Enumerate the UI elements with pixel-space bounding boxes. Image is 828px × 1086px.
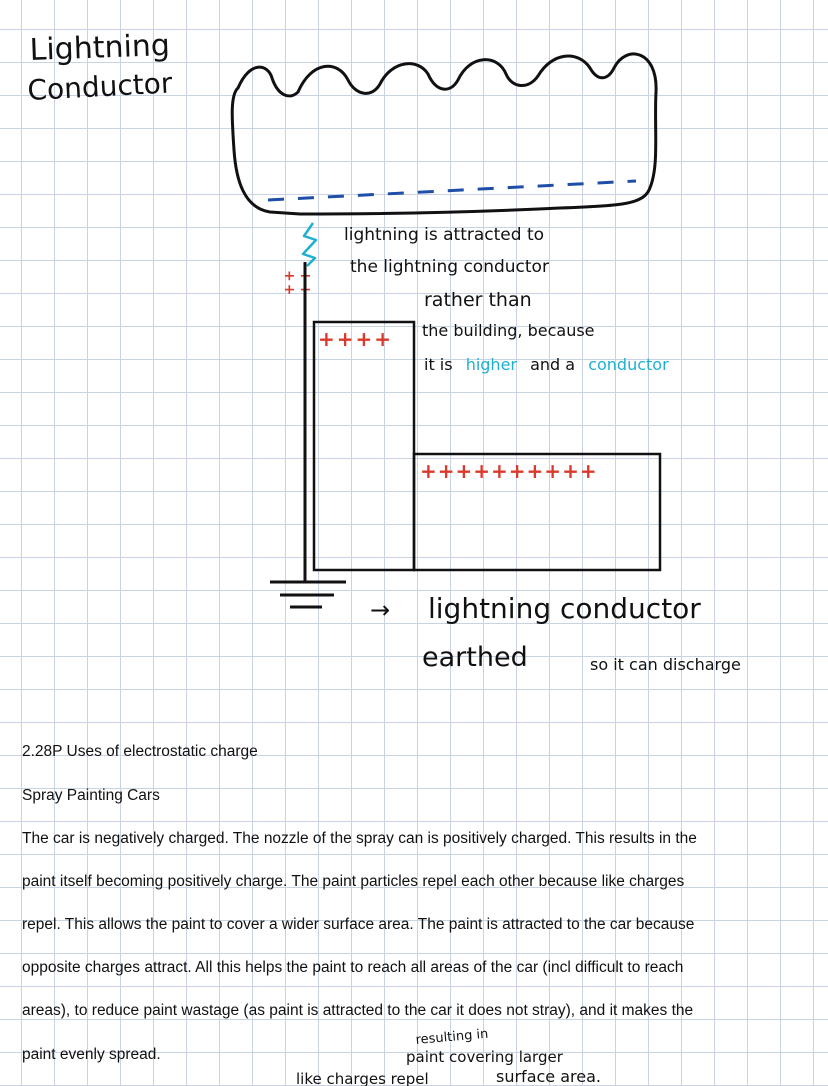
rod-charges-left: ++ <box>281 270 297 297</box>
notes-subheading: Spray Painting Cars <box>22 787 160 804</box>
reason-line: it is higher and a conductor <box>424 355 669 374</box>
reason-conductor: conductor <box>588 355 669 374</box>
diagram-title-line2: Conductor <box>27 66 174 107</box>
notes-line-4: opposite charges attract. All this helps… <box>22 959 684 976</box>
attract-line-1: lightning is attracted to <box>344 225 544 245</box>
reason-higher: higher <box>466 355 518 374</box>
annotation-line-1: resulting in <box>415 1027 489 1048</box>
notes-heading: 2.28P Uses of electrostatic charge <box>22 743 258 760</box>
reason-prefix: it is <box>424 355 453 374</box>
attract-line-4: the building, because <box>422 321 595 340</box>
notes-line-3: repel. This allows the paint to cover a … <box>22 916 695 933</box>
notes-line-2: paint itself becoming positively charge.… <box>22 873 685 890</box>
cloud-negative-charges <box>267 179 637 202</box>
notes-line-5: areas), to reduce paint wastage (as pain… <box>22 1002 694 1019</box>
attract-line-3: rather than <box>424 289 532 311</box>
attract-line-2: the lightning conductor <box>350 257 549 277</box>
tall-building <box>312 320 416 572</box>
annotation-line-3: like charges repel <box>296 1070 429 1086</box>
annotation-line-2: paint covering larger <box>406 1048 564 1066</box>
diagram-title-line1: Lightning <box>29 28 170 68</box>
lightning-bolt-icon <box>301 222 318 267</box>
annotation-line-4: surface area. <box>496 1067 601 1086</box>
earth-label-line2b: so it can discharge <box>590 655 741 674</box>
notes-line-1: The car is negatively charged. The nozzl… <box>22 830 697 847</box>
storm-cloud <box>230 52 658 216</box>
wide-building <box>412 452 662 572</box>
reason-and: and a <box>530 355 575 374</box>
tall-building-charges: ++++ <box>318 327 393 351</box>
earth-label-line1: lightning conductor <box>428 592 701 625</box>
earth-label-line2: earthed <box>422 642 528 673</box>
wide-building-charges: ++++++++++ <box>420 459 598 483</box>
earth-arrow: → <box>370 596 390 624</box>
notes-line-6: paint evenly spread. <box>22 1046 161 1063</box>
